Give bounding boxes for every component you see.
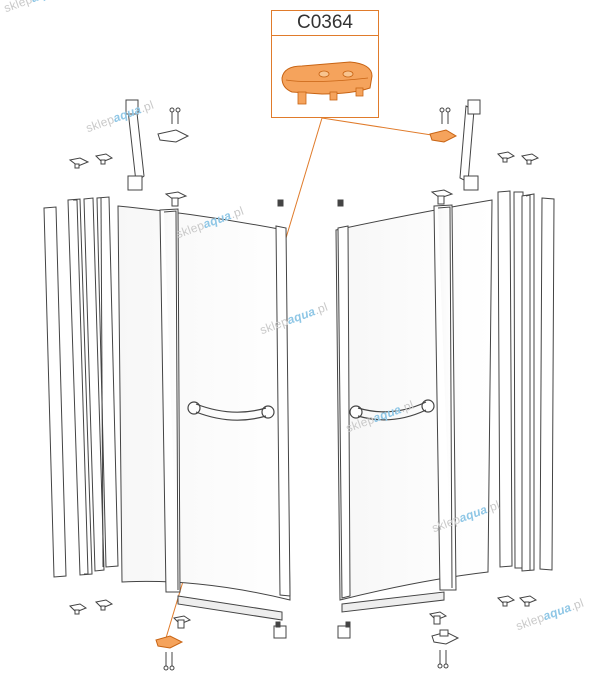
right-door-panel — [335, 199, 493, 601]
left-top-roller — [164, 191, 188, 207]
right-bottom-hinge — [431, 629, 460, 645]
left-top-slide-caps — [68, 153, 114, 169]
left-bottom-stop-block — [273, 621, 287, 639]
left-door-handle — [187, 401, 275, 421]
right-door-handle — [349, 399, 435, 421]
left-bottom-hinge-highlighted[interactable] — [155, 635, 184, 649]
left-side-panel — [43, 206, 67, 578]
part-callout-box: C0364 — [271, 10, 379, 118]
left-wall-strip — [96, 196, 119, 568]
right-top-hinge-highlighted[interactable] — [429, 129, 458, 143]
right-bottom-screws — [437, 650, 449, 669]
right-side-panel — [539, 197, 555, 571]
left-door-stop — [277, 199, 284, 207]
left-bottom-screws — [163, 652, 175, 671]
right-top-slide-caps — [496, 151, 540, 165]
left-stabilizer-bar — [125, 99, 145, 191]
left-bottom-roller — [172, 615, 192, 629]
left-door-panel — [117, 205, 291, 601]
part-code-label: C0364 — [272, 11, 378, 36]
part-hinge-detail-icon — [281, 61, 373, 105]
left-top-hinge — [157, 129, 190, 143]
right-top-roller — [430, 189, 454, 205]
right-bottom-roller — [428, 611, 448, 625]
right-bottom-stop-block — [337, 621, 351, 639]
right-wall-profile — [513, 191, 535, 572]
left-top-screws — [169, 107, 181, 124]
right-wall-strip — [497, 190, 513, 568]
right-top-screws — [439, 107, 451, 124]
left-bottom-slide-caps — [68, 599, 114, 615]
right-bottom-slide-caps — [496, 595, 538, 607]
left-wall-profile — [67, 197, 105, 576]
right-bottom-seal — [341, 591, 445, 613]
right-door-stop — [337, 199, 344, 207]
left-bottom-seal — [177, 595, 283, 621]
right-stabilizer-bar — [459, 99, 481, 191]
